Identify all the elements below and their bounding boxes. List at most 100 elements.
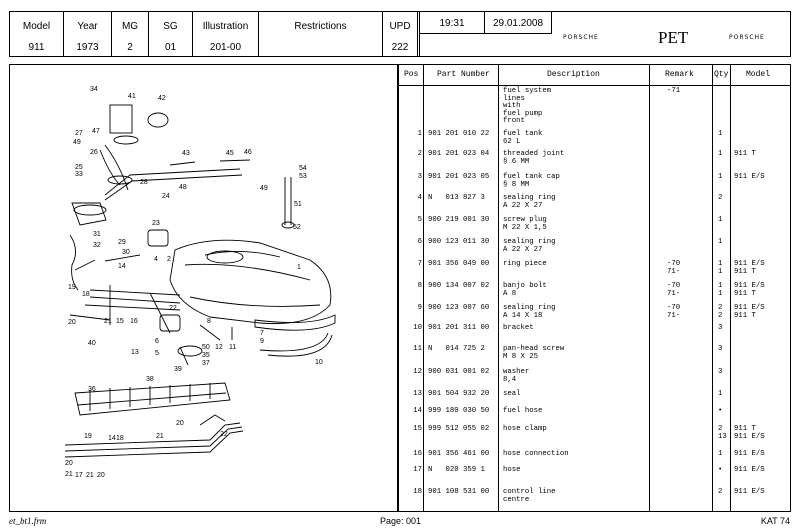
cell-part: 901 108 531 00 xyxy=(428,488,490,496)
callout-label[interactable]: 10 xyxy=(315,359,323,366)
callout-label[interactable]: 11 xyxy=(229,344,236,351)
callout-label[interactable]: 20 xyxy=(68,319,76,326)
cell-qty: 3 xyxy=(718,368,723,376)
callout-label[interactable]: 22 xyxy=(169,305,177,312)
callout-label[interactable]: 41 xyxy=(128,93,136,100)
callout-label[interactable]: 54 xyxy=(299,165,307,172)
cell-pos: 9 xyxy=(417,304,422,312)
cell-part: 901 201 023 05 xyxy=(428,173,490,181)
callout-label[interactable]: 45 xyxy=(226,150,234,157)
callout-label[interactable]: 35 xyxy=(202,352,210,359)
callout-label[interactable]: 34 xyxy=(90,86,98,93)
callout-label[interactable]: 19 xyxy=(68,284,76,291)
callout-label[interactable]: 5 xyxy=(155,350,159,357)
upd-cell: UPD 222 xyxy=(383,12,420,56)
callout-label[interactable]: 51 xyxy=(294,201,302,208)
callout-label[interactable]: 21 xyxy=(86,472,94,479)
callout-label[interactable]: 7 xyxy=(260,330,264,337)
cell-part: 999 512 055 02 xyxy=(428,425,490,433)
callout-label[interactable]: 20 xyxy=(97,472,105,479)
callout-label[interactable]: 23 xyxy=(152,220,160,227)
callout-label[interactable]: 16 xyxy=(130,318,138,325)
col-header-model[interactable]: Model xyxy=(746,70,771,79)
callout-label[interactable]: 9 xyxy=(260,338,264,345)
col-header-qty[interactable]: Qty xyxy=(714,70,729,79)
illustration-value[interactable]: 201-00 xyxy=(209,42,242,53)
callout-label[interactable]: 47 xyxy=(92,128,100,135)
callout-label[interactable]: 53 xyxy=(299,173,307,180)
mg-value[interactable]: 2 xyxy=(127,42,133,53)
cell-desc: fuel hose xyxy=(503,407,543,415)
callout-label[interactable]: 19 xyxy=(84,433,92,440)
callout-label[interactable]: 33 xyxy=(75,171,83,178)
header-bar: Model 911 Year 1973 MG 2 SG 01 Illustrat… xyxy=(9,11,791,57)
cell-qty: 1 1 xyxy=(718,282,723,298)
callout-label[interactable]: 39 xyxy=(174,366,182,373)
callout-label[interactable]: 25 xyxy=(75,164,83,171)
callout-label[interactable]: 43 xyxy=(182,150,190,157)
callout-label[interactable]: 12 xyxy=(215,344,223,351)
exploded-view-diagram[interactable]: 34 41 42 27 47 49 26 43 45 46 54 53 25 3… xyxy=(10,65,397,511)
callout-label[interactable]: 50 xyxy=(202,344,210,351)
callout-label[interactable]: 21 xyxy=(65,471,73,478)
upd-label: UPD xyxy=(389,21,411,32)
callout-label[interactable]: 21 xyxy=(104,318,112,325)
cell-part: N 020 359 1 xyxy=(428,466,485,474)
cell-qty: 1 xyxy=(718,450,723,458)
callout-label[interactable]: 42 xyxy=(158,95,166,102)
callout-label[interactable]: 20 xyxy=(65,460,73,467)
col-header-pos[interactable]: Pos xyxy=(404,70,419,79)
cell-pos: 10 xyxy=(413,324,422,332)
callout-label[interactable]: 30 xyxy=(122,249,130,256)
model-label: Model xyxy=(22,21,51,32)
callout-label[interactable]: 18 xyxy=(116,435,124,442)
callout-label[interactable]: 1 xyxy=(297,264,301,271)
callout-label[interactable]: 2 xyxy=(167,256,171,263)
callout-label[interactable]: 13 xyxy=(131,349,139,356)
callout-label[interactable]: 32 xyxy=(93,242,101,249)
callout-label[interactable]: 31 xyxy=(93,231,101,238)
callout-label[interactable]: 48 xyxy=(179,184,187,191)
callout-label[interactable]: 37 xyxy=(202,360,210,367)
callout-label[interactable]: 8 xyxy=(207,318,211,325)
cell-qty: 2 xyxy=(718,488,723,496)
col-header-description[interactable]: Description xyxy=(547,70,600,79)
callout-label[interactable]: 22 xyxy=(220,431,228,438)
cell-desc: bracket xyxy=(503,324,534,332)
cell-qty: 1 xyxy=(718,390,723,398)
callout-label[interactable]: 18 xyxy=(82,291,90,298)
cell-part: 900 031 001 02 xyxy=(428,368,490,376)
callout-label[interactable]: 52 xyxy=(293,224,301,231)
cell-model: 911 E/S 911 T xyxy=(734,282,765,298)
callout-label[interactable]: 27 xyxy=(75,130,83,137)
callout-label[interactable]: 49 xyxy=(260,185,268,192)
callout-label[interactable]: 28 xyxy=(140,179,148,186)
callout-label[interactable]: 6 xyxy=(155,338,159,345)
callout-label[interactable]: 49 xyxy=(73,139,81,146)
col-header-remark[interactable]: Remark xyxy=(665,70,694,79)
cell-qty: 2 13 xyxy=(718,425,727,441)
callout-label[interactable]: 14 xyxy=(118,263,126,270)
callout-label[interactable]: 38 xyxy=(146,376,154,383)
year-value[interactable]: 1973 xyxy=(76,42,99,53)
callout-label[interactable]: 17 xyxy=(75,472,83,479)
callout-label[interactable]: 14 xyxy=(108,435,116,442)
cell-part: 900 123 011 30 xyxy=(428,238,490,246)
callout-label[interactable]: 24 xyxy=(162,193,170,200)
callout-label[interactable]: 4 xyxy=(154,256,158,263)
restrictions-label: Restrictions xyxy=(294,21,347,32)
callout-label[interactable]: 29 xyxy=(118,239,126,246)
col-header-part-number[interactable]: Part Number xyxy=(437,70,490,79)
callout-label[interactable]: 36 xyxy=(88,386,96,393)
cell-pos: 17 xyxy=(413,466,422,474)
callout-label[interactable]: 26 xyxy=(90,149,98,156)
callout-label[interactable]: 40 xyxy=(88,340,96,347)
callout-label[interactable]: 20 xyxy=(176,420,184,427)
callout-label[interactable]: 46 xyxy=(244,149,252,156)
callout-label[interactable]: 15 xyxy=(116,318,124,325)
callout-label[interactable]: 21 xyxy=(156,433,164,440)
cell-model: 911 E/S 911 T xyxy=(734,260,765,276)
cell-pos: 1 xyxy=(417,130,422,138)
model-value[interactable]: 911 xyxy=(28,42,45,53)
sg-value[interactable]: 01 xyxy=(164,42,177,53)
